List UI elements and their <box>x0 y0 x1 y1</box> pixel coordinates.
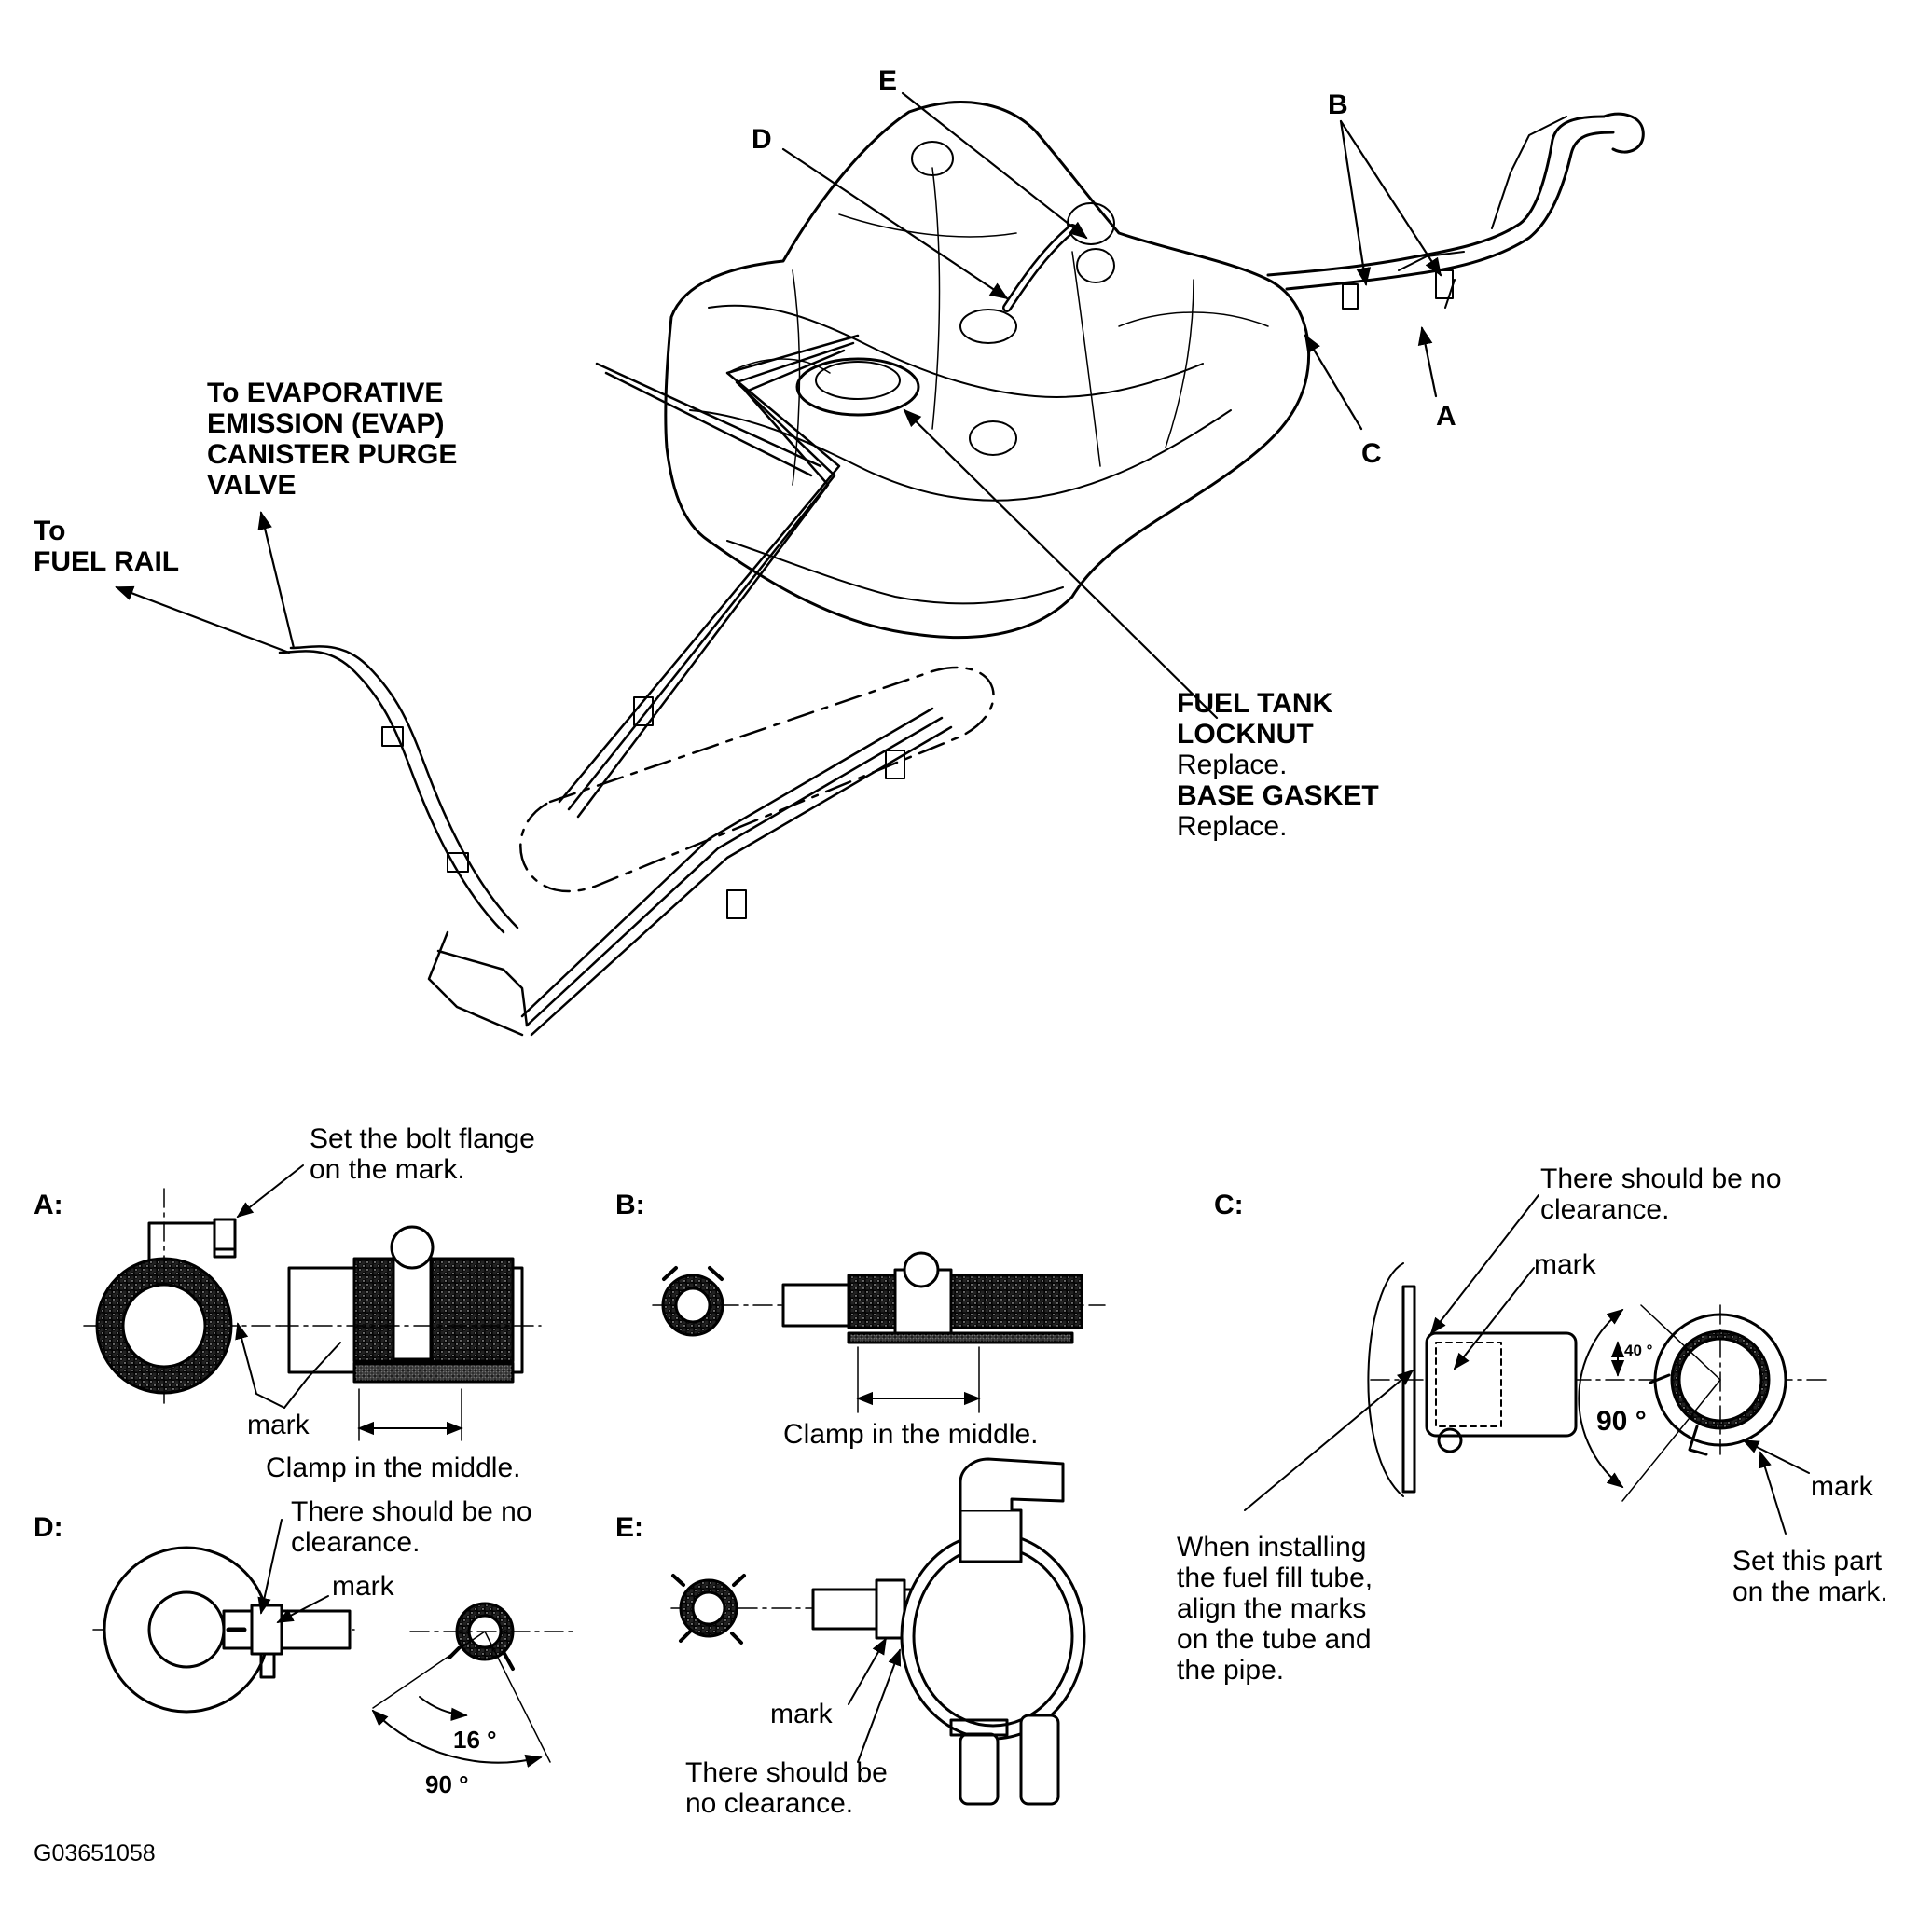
detail-a-note-line-2: on the mark. <box>310 1154 465 1185</box>
detail-e-clearance-line-2: no clearance. <box>685 1788 854 1819</box>
detail-d-angle-small: 16 ° <box>453 1726 497 1754</box>
detail-d-drawing <box>92 1519 579 1768</box>
detail-d-clearance-line-1: There should be no <box>291 1496 532 1527</box>
detail-c-clearance-line-1: There should be no <box>1540 1164 1782 1194</box>
filler-pipe <box>1266 112 1645 310</box>
detail-d-mark: mark <box>332 1571 394 1602</box>
callout-c: C <box>1361 438 1382 469</box>
detail-c-drawing <box>1244 1194 1828 1535</box>
figure-code: G03651058 <box>34 1840 156 1866</box>
detail-c-install-line-4: on the tube and <box>1177 1624 1372 1655</box>
detail-c-install-line-1: When installing <box>1177 1532 1367 1563</box>
detail-d-angle-large: 90 ° <box>425 1770 469 1798</box>
locknut-label-line-2: LOCKNUT <box>1177 719 1314 750</box>
detail-a-note-line-1: Set the bolt flange <box>310 1123 535 1154</box>
evap-label-line-2: EMISSION (EVAP) <box>207 408 445 439</box>
detail-c-angle-large: 90 ° <box>1596 1406 1647 1437</box>
fuel-rail-label-line-1: To <box>34 516 66 546</box>
detail-c-set-line-2: on the mark. <box>1732 1577 1888 1607</box>
gasket-action: Replace. <box>1177 811 1288 842</box>
fuel-rail-label-line-2: FUEL RAIL <box>34 546 180 577</box>
gasket-label: BASE GASKET <box>1177 780 1379 811</box>
detail-a-mark: mark <box>247 1410 310 1440</box>
detail-c-install-line-2: the fuel fill tube, <box>1177 1563 1373 1593</box>
detail-c-angle-small: 40 ° <box>1624 1342 1653 1359</box>
detail-c-mark-right: mark <box>1811 1471 1873 1502</box>
detail-e-clearance-line-1: There should be <box>685 1757 888 1788</box>
detail-e-drawing <box>670 1457 1086 1806</box>
detail-c-install-line-3: align the marks <box>1177 1593 1367 1624</box>
detail-c-heading: C: <box>1214 1190 1244 1220</box>
callout-a: A <box>1436 401 1456 432</box>
evap-label-line-1: To EVAPORATIVE <box>207 378 444 408</box>
detail-c-set-line-1: Set this part <box>1732 1546 1883 1577</box>
detail-c-clearance-line-2: clearance. <box>1540 1194 1670 1225</box>
detail-a-clamp-note: Clamp in the middle. <box>266 1453 521 1483</box>
locknut-action: Replace. <box>1177 750 1288 780</box>
detail-b-heading: B: <box>615 1190 645 1220</box>
callout-d: D <box>752 124 772 155</box>
main-leaders <box>115 91 1442 720</box>
callout-e: E <box>878 65 898 96</box>
locknut-label-line-1: FUEL TANK <box>1177 688 1333 719</box>
detail-b-clamp-note: Clamp in the middle. <box>783 1419 1039 1450</box>
callout-b: B <box>1328 90 1348 120</box>
detail-a-drawing <box>83 1164 542 1441</box>
detail-b-drawing <box>652 1251 1106 1413</box>
detail-e-mark: mark <box>770 1699 833 1729</box>
detail-a-heading: A: <box>34 1190 63 1220</box>
detail-c-install-line-5: the pipe. <box>1177 1655 1285 1686</box>
detail-d-clearance-line-2: clearance. <box>291 1527 421 1558</box>
detail-e-heading: E: <box>615 1512 643 1543</box>
break-outline <box>519 666 995 893</box>
detail-d-heading: D: <box>34 1512 63 1543</box>
evap-label-line-3: CANISTER PURGE <box>207 439 458 470</box>
evap-label-line-4: VALVE <box>207 470 297 501</box>
detail-c-mark-top: mark <box>1534 1249 1596 1280</box>
